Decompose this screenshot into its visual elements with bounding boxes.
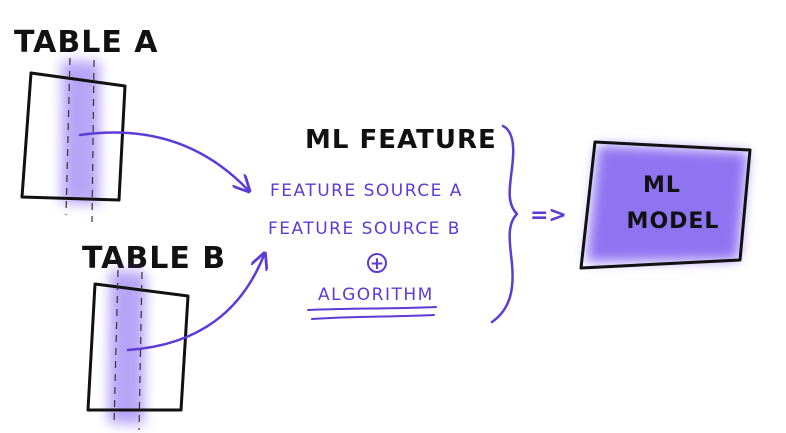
feature-curly-brace [490, 124, 519, 324]
model-line-2: MODEL [627, 209, 720, 234]
plus-circle [367, 253, 387, 273]
algorithm-label: ALGORITHM [318, 285, 434, 305]
table-a-column-guide-right [91, 59, 95, 223]
model-box [579, 140, 752, 270]
table-a-column-highlight [61, 60, 100, 205]
model-fill [586, 145, 748, 262]
table-b-box [86, 282, 190, 412]
model-line-1: ML [643, 173, 681, 198]
feature-source-b: FEATURE SOURCE B [268, 219, 461, 239]
arrow-table-a-to-feature [78, 131, 248, 190]
table-b-label: TABLE B [82, 241, 226, 276]
algorithm-underline-2 [311, 314, 435, 320]
table-b-column-highlight [108, 270, 146, 425]
feature-source-a: FEATURE SOURCE A [270, 181, 463, 201]
table-a-box [20, 71, 127, 202]
arrow-table-b-to-feature [126, 255, 264, 352]
table-a-column-guide-left [65, 57, 71, 216]
implies-arrow: => [530, 203, 567, 228]
table-a-label: TABLE A [14, 25, 159, 60]
plus-symbol: + [370, 254, 384, 274]
feature-title: ML FEATURE [305, 125, 497, 155]
algorithm-underline-1 [307, 306, 437, 311]
table-b-column-guide-right [138, 271, 143, 431]
